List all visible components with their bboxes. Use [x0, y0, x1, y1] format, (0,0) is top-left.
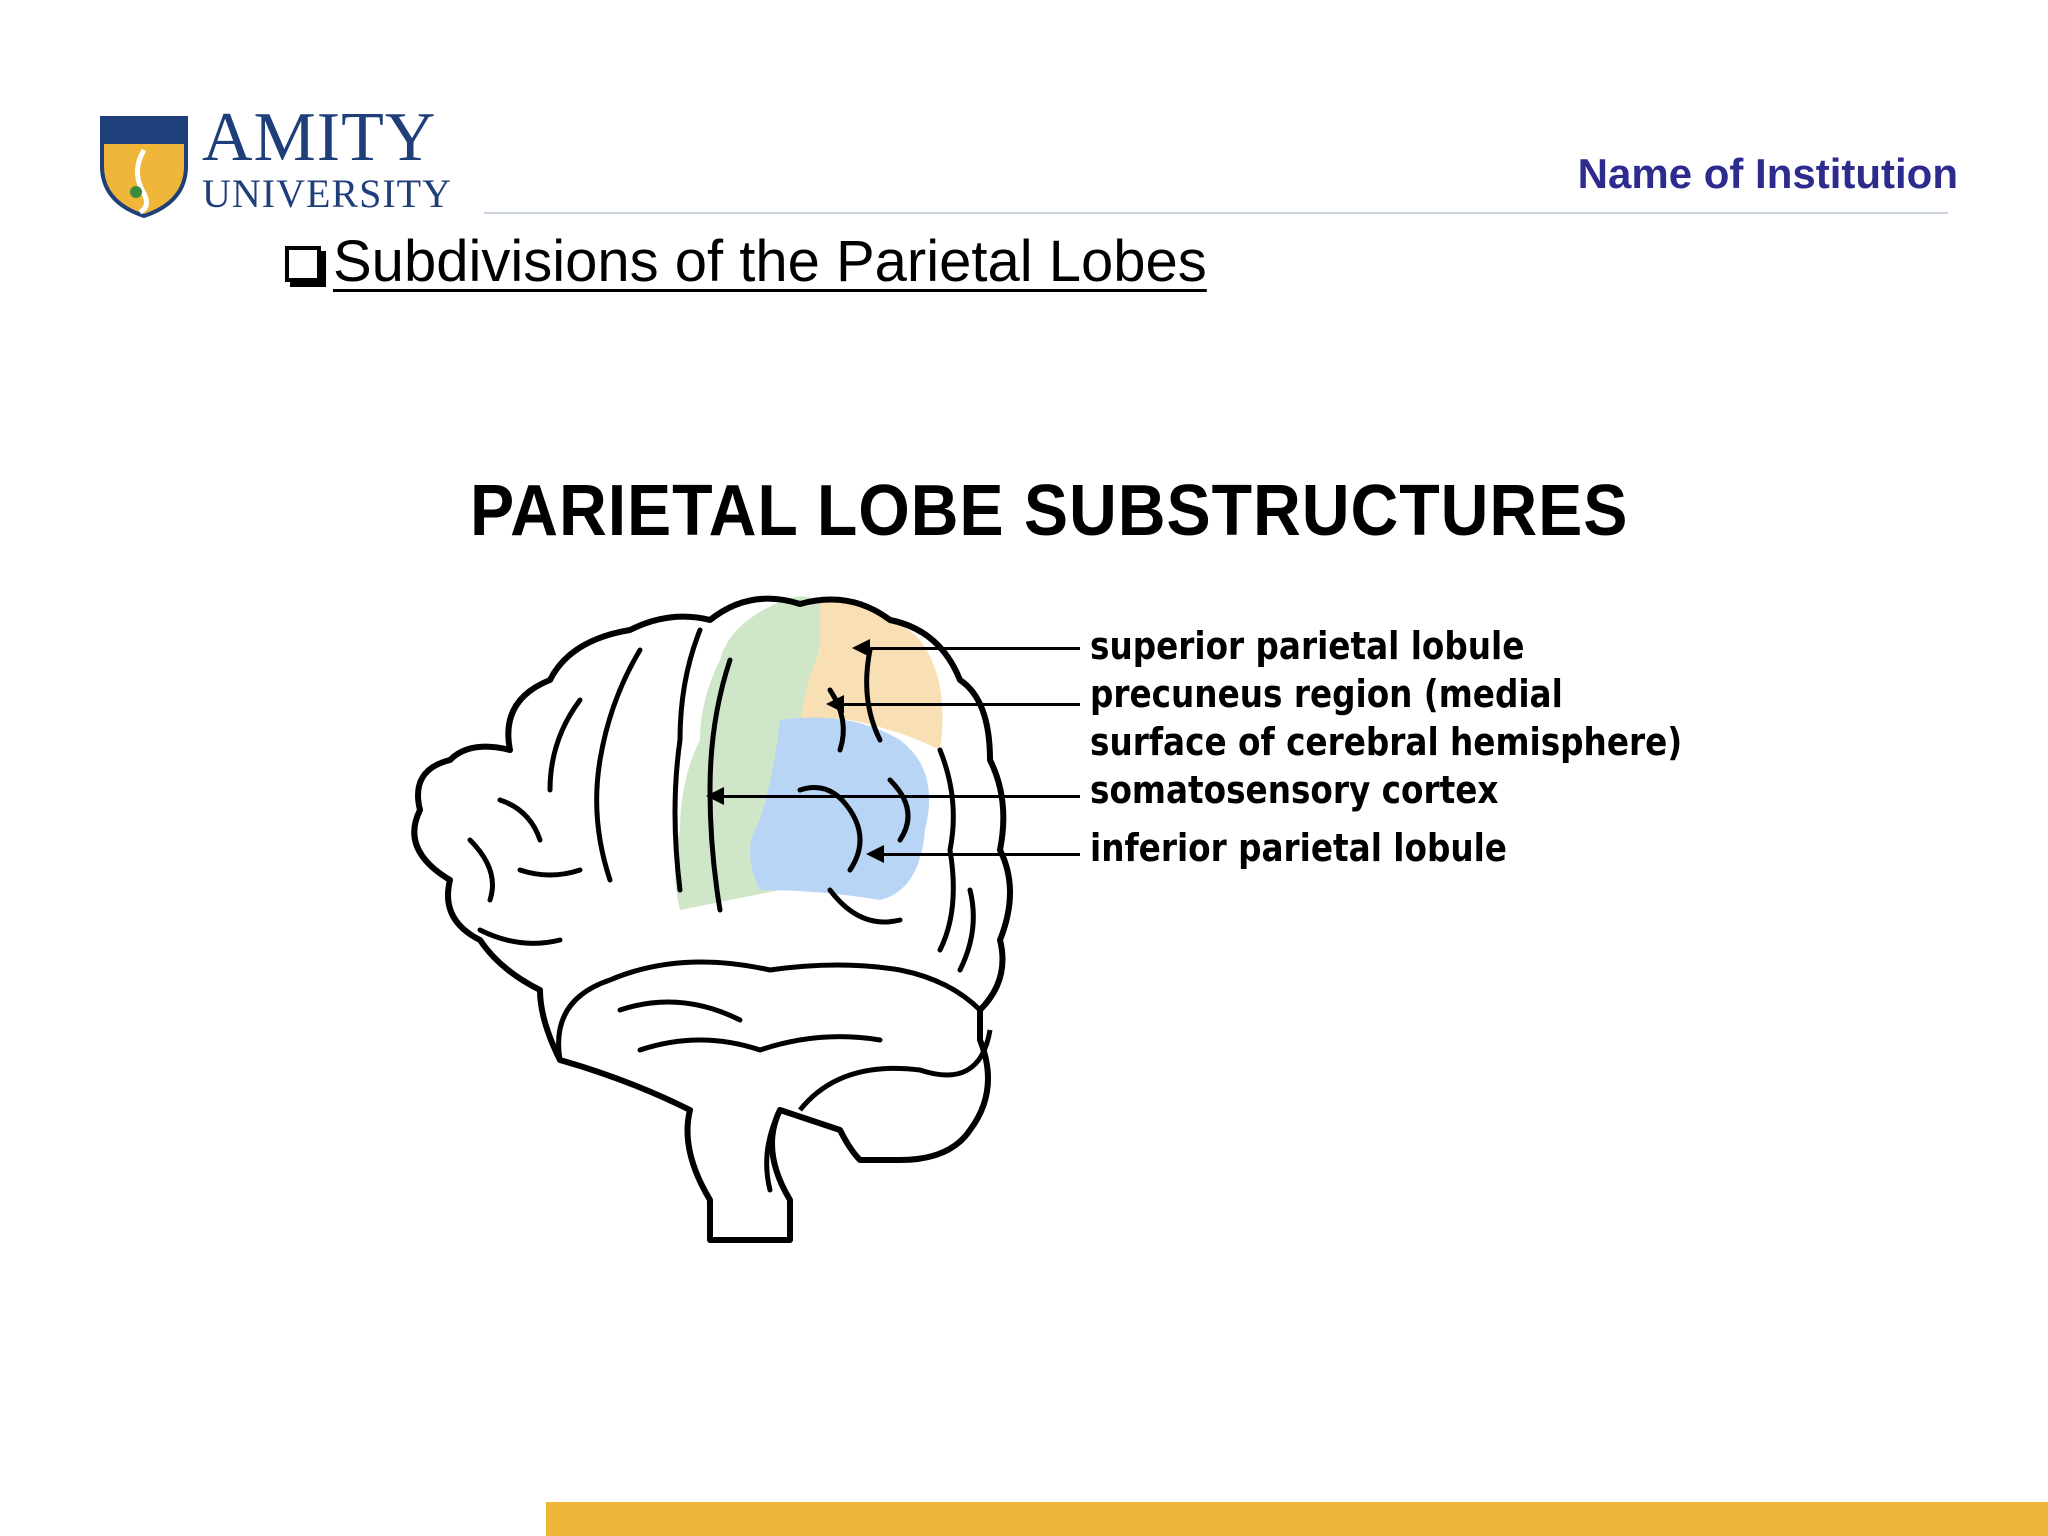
amity-logo: AMITY UNIVERSITY	[96, 99, 451, 224]
label-superior-parietal-lobule: superior parietal lobule	[1090, 624, 1525, 668]
logo-wordmark: AMITY	[202, 99, 437, 176]
label-inferior-parietal-lobule: inferior parietal lobule	[1090, 826, 1507, 870]
shield-icon	[100, 116, 188, 219]
arrow-somatosensory	[722, 795, 1080, 798]
arrow-precuneus	[842, 703, 1080, 706]
diagram-title: PARIETAL LOBE SUBSTRUCTURES	[470, 471, 1629, 551]
slide-title-text: Subdivisions of the Parietal Lobes	[333, 229, 1207, 294]
arrow-head-somatosensory-icon	[706, 787, 724, 805]
brain-illustration	[411, 595, 1013, 1243]
somatosensory-region	[675, 596, 830, 910]
arrow-head-precuneus-icon	[826, 695, 844, 713]
checkbox-bullet-icon	[285, 245, 321, 282]
slide-title: Subdivisions of the Parietal Lobes	[285, 228, 1207, 295]
cerebellum	[798, 1029, 993, 1112]
temporal-lobe	[556, 959, 982, 1061]
logo-subtitle: UNIVERSITY	[202, 171, 452, 216]
arrow-head-superior-icon	[852, 639, 870, 657]
label-precuneus-line2: surface of cerebral hemisphere)	[1090, 720, 1683, 764]
brain-outline	[411, 595, 1013, 1243]
institution-name: Name of Institution	[1577, 150, 1958, 197]
arrow-superior	[868, 647, 1080, 650]
label-somatosensory-cortex: somatosensory cortex	[1090, 768, 1499, 812]
label-precuneus-line1: precuneus region (medial	[1090, 672, 1563, 716]
arrow-inferior	[882, 853, 1080, 856]
arrow-head-inferior-icon	[866, 845, 884, 863]
footer-accent-bar	[546, 1502, 2048, 1536]
header-divider	[484, 212, 1948, 214]
